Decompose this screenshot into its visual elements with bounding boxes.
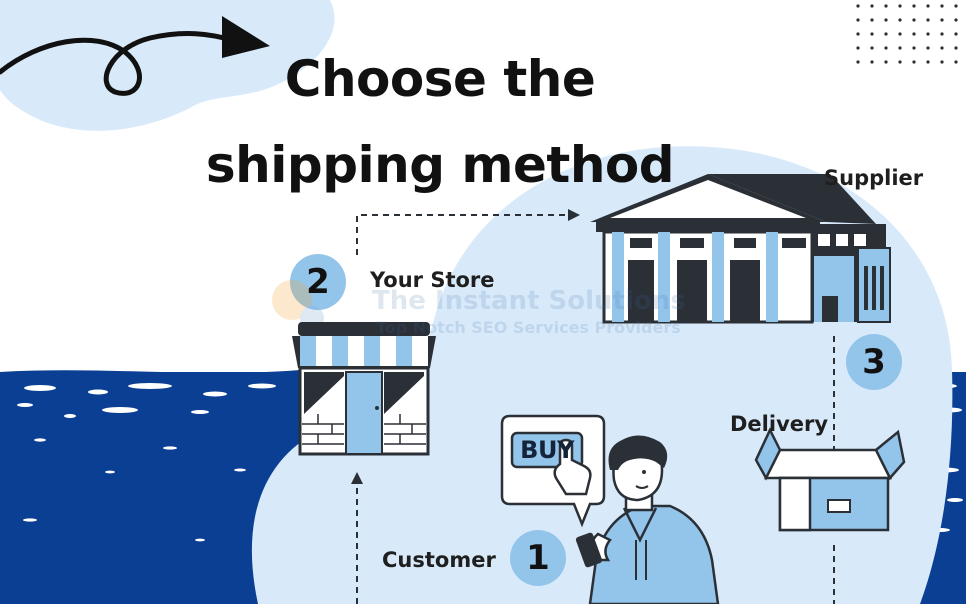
step-3-circle [846, 334, 902, 390]
customer-person [575, 435, 720, 604]
customer-label: Customer [382, 548, 496, 572]
supplier-label: Supplier [824, 166, 924, 190]
buy-bubble [500, 414, 606, 528]
step-2-circle [290, 254, 346, 310]
flow-connectors [356, 214, 835, 604]
step-1-circle [510, 530, 566, 586]
arrow-to-supplier [568, 209, 580, 221]
background-blob-left [251, 415, 470, 604]
curly-arrow [0, 31, 235, 96]
title-line-1: Choose the [284, 50, 596, 108]
arrow-to-store [351, 472, 363, 484]
title-line-2: shipping method [205, 136, 675, 194]
top-left-splash [0, 0, 335, 131]
store-label: Your Store [370, 268, 495, 292]
step-1-number: 1 [526, 538, 550, 578]
page-title: Choose the shipping method [170, 36, 710, 208]
step-3-number: 3 [862, 342, 886, 382]
delivery-label: Delivery [730, 412, 829, 436]
dot-grid [856, 4, 958, 64]
buy-button-label: BUY [520, 436, 574, 464]
delivery-box [754, 427, 906, 532]
step-2-number: 2 [306, 262, 330, 302]
watermark-subtitle: Top Notch SEO Services Providers [376, 318, 681, 337]
store [292, 322, 436, 456]
watermark-title: The Instant Solutions [372, 286, 686, 316]
curly-arrow-head [222, 16, 270, 58]
warehouse [590, 174, 891, 324]
